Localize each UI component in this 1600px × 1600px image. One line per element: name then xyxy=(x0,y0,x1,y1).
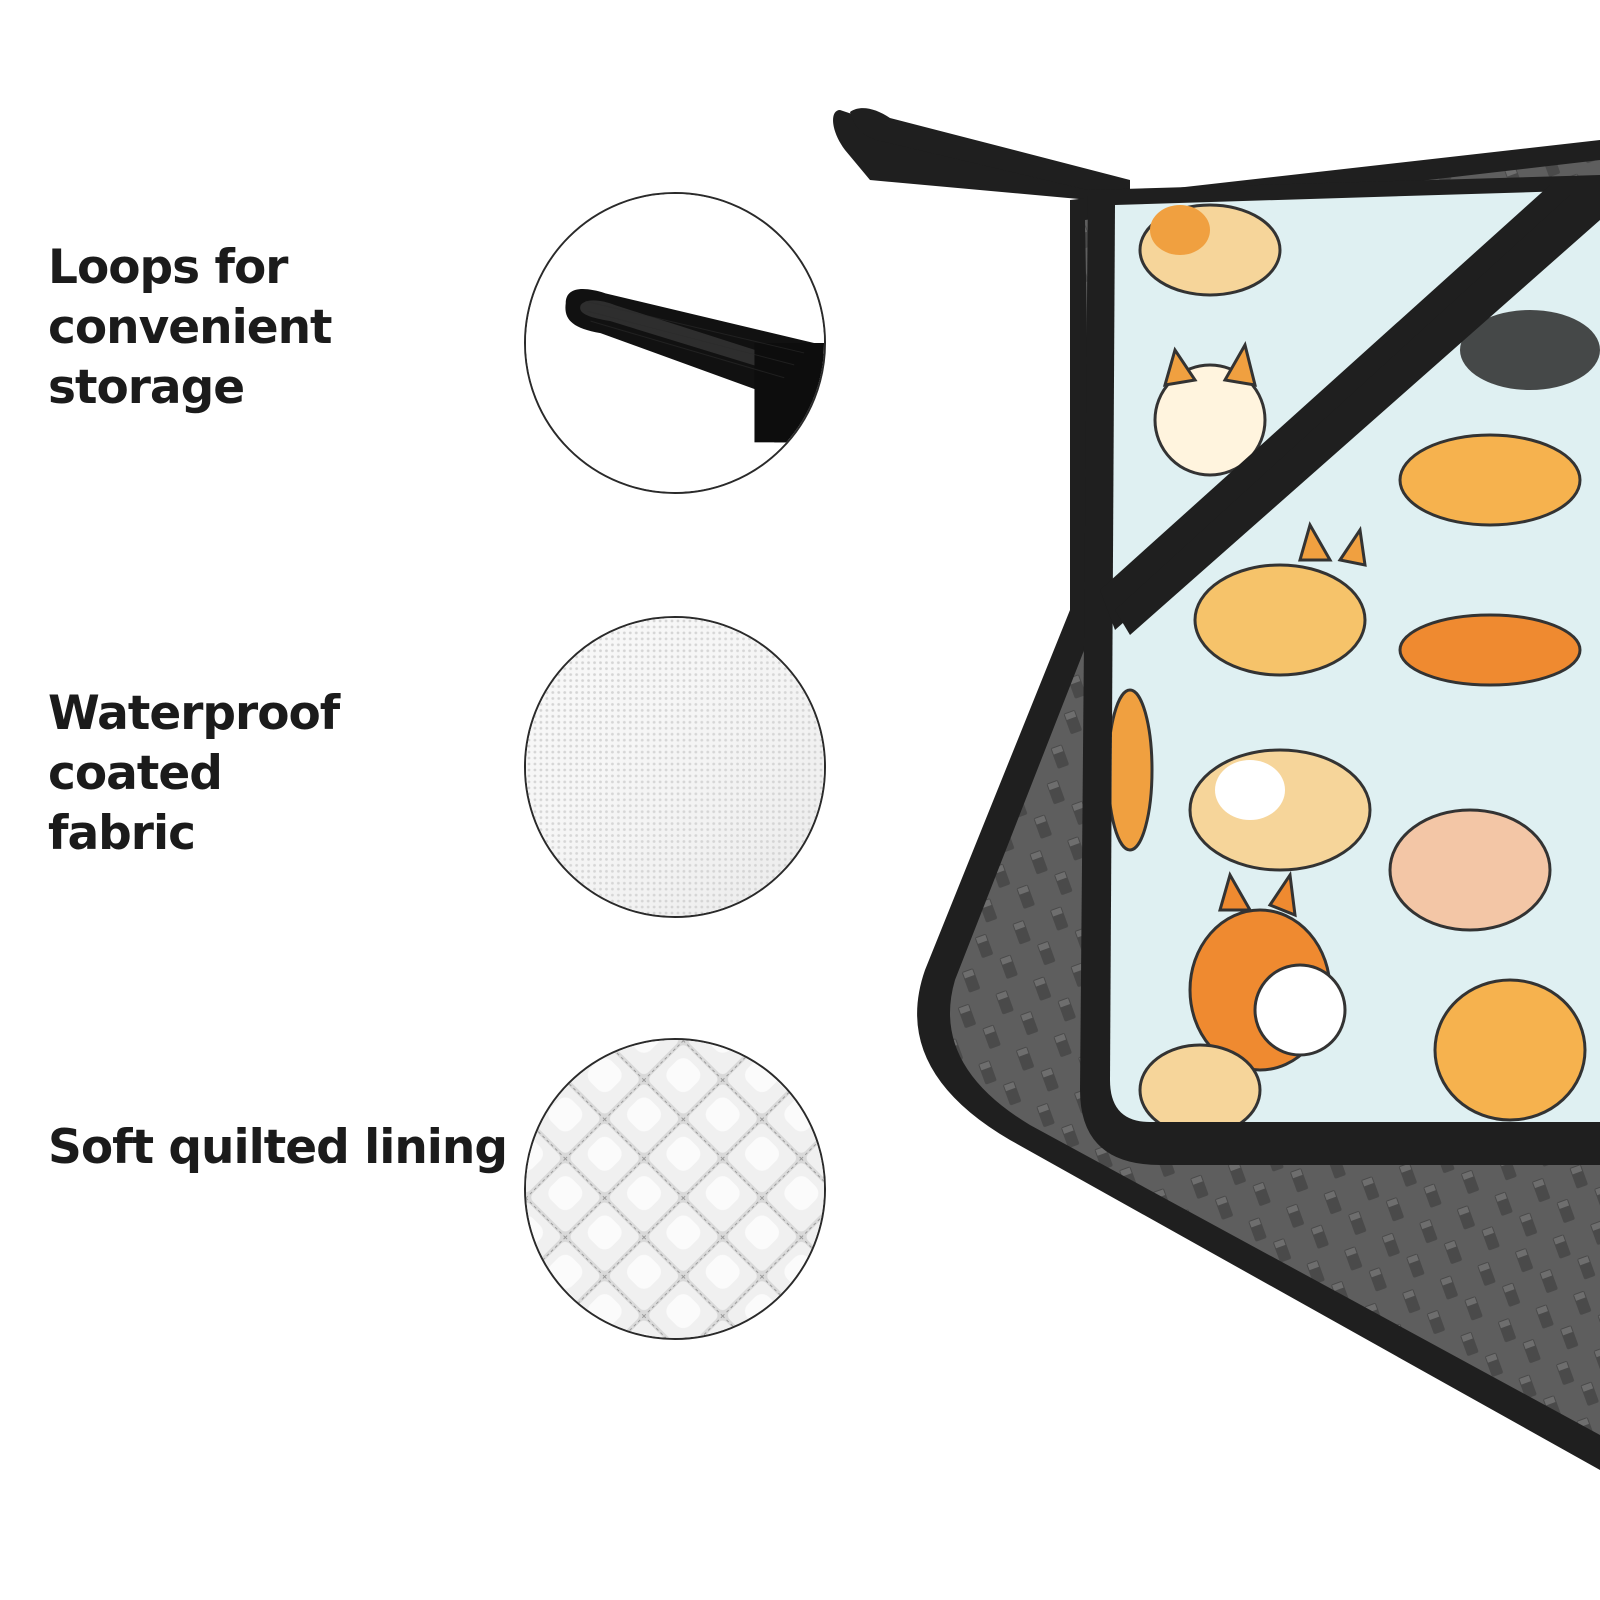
fabric-texture-icon xyxy=(524,616,826,918)
feature-waterproof: Waterproof coated fabric xyxy=(0,614,860,934)
quilted-lining-illustration xyxy=(526,1040,824,1338)
fabric-texture-illustration xyxy=(526,618,824,916)
feature-label-waterproof: Waterproof coated fabric xyxy=(48,686,340,861)
feature-label-loops: Loops for convenient storage xyxy=(48,240,333,415)
quilted-lining-icon xyxy=(524,1038,826,1340)
feature-label-quilted: Soft quilted lining xyxy=(48,1120,508,1175)
feature-loops: Loops for convenient storage xyxy=(0,190,860,510)
pot-holder-illustration xyxy=(833,108,1600,1470)
feature-quilted: Soft quilted lining xyxy=(0,1036,860,1356)
hanging-loop-icon xyxy=(524,192,826,494)
pot-holder-image xyxy=(830,90,1600,1510)
hanging-loop-illustration xyxy=(526,194,824,492)
